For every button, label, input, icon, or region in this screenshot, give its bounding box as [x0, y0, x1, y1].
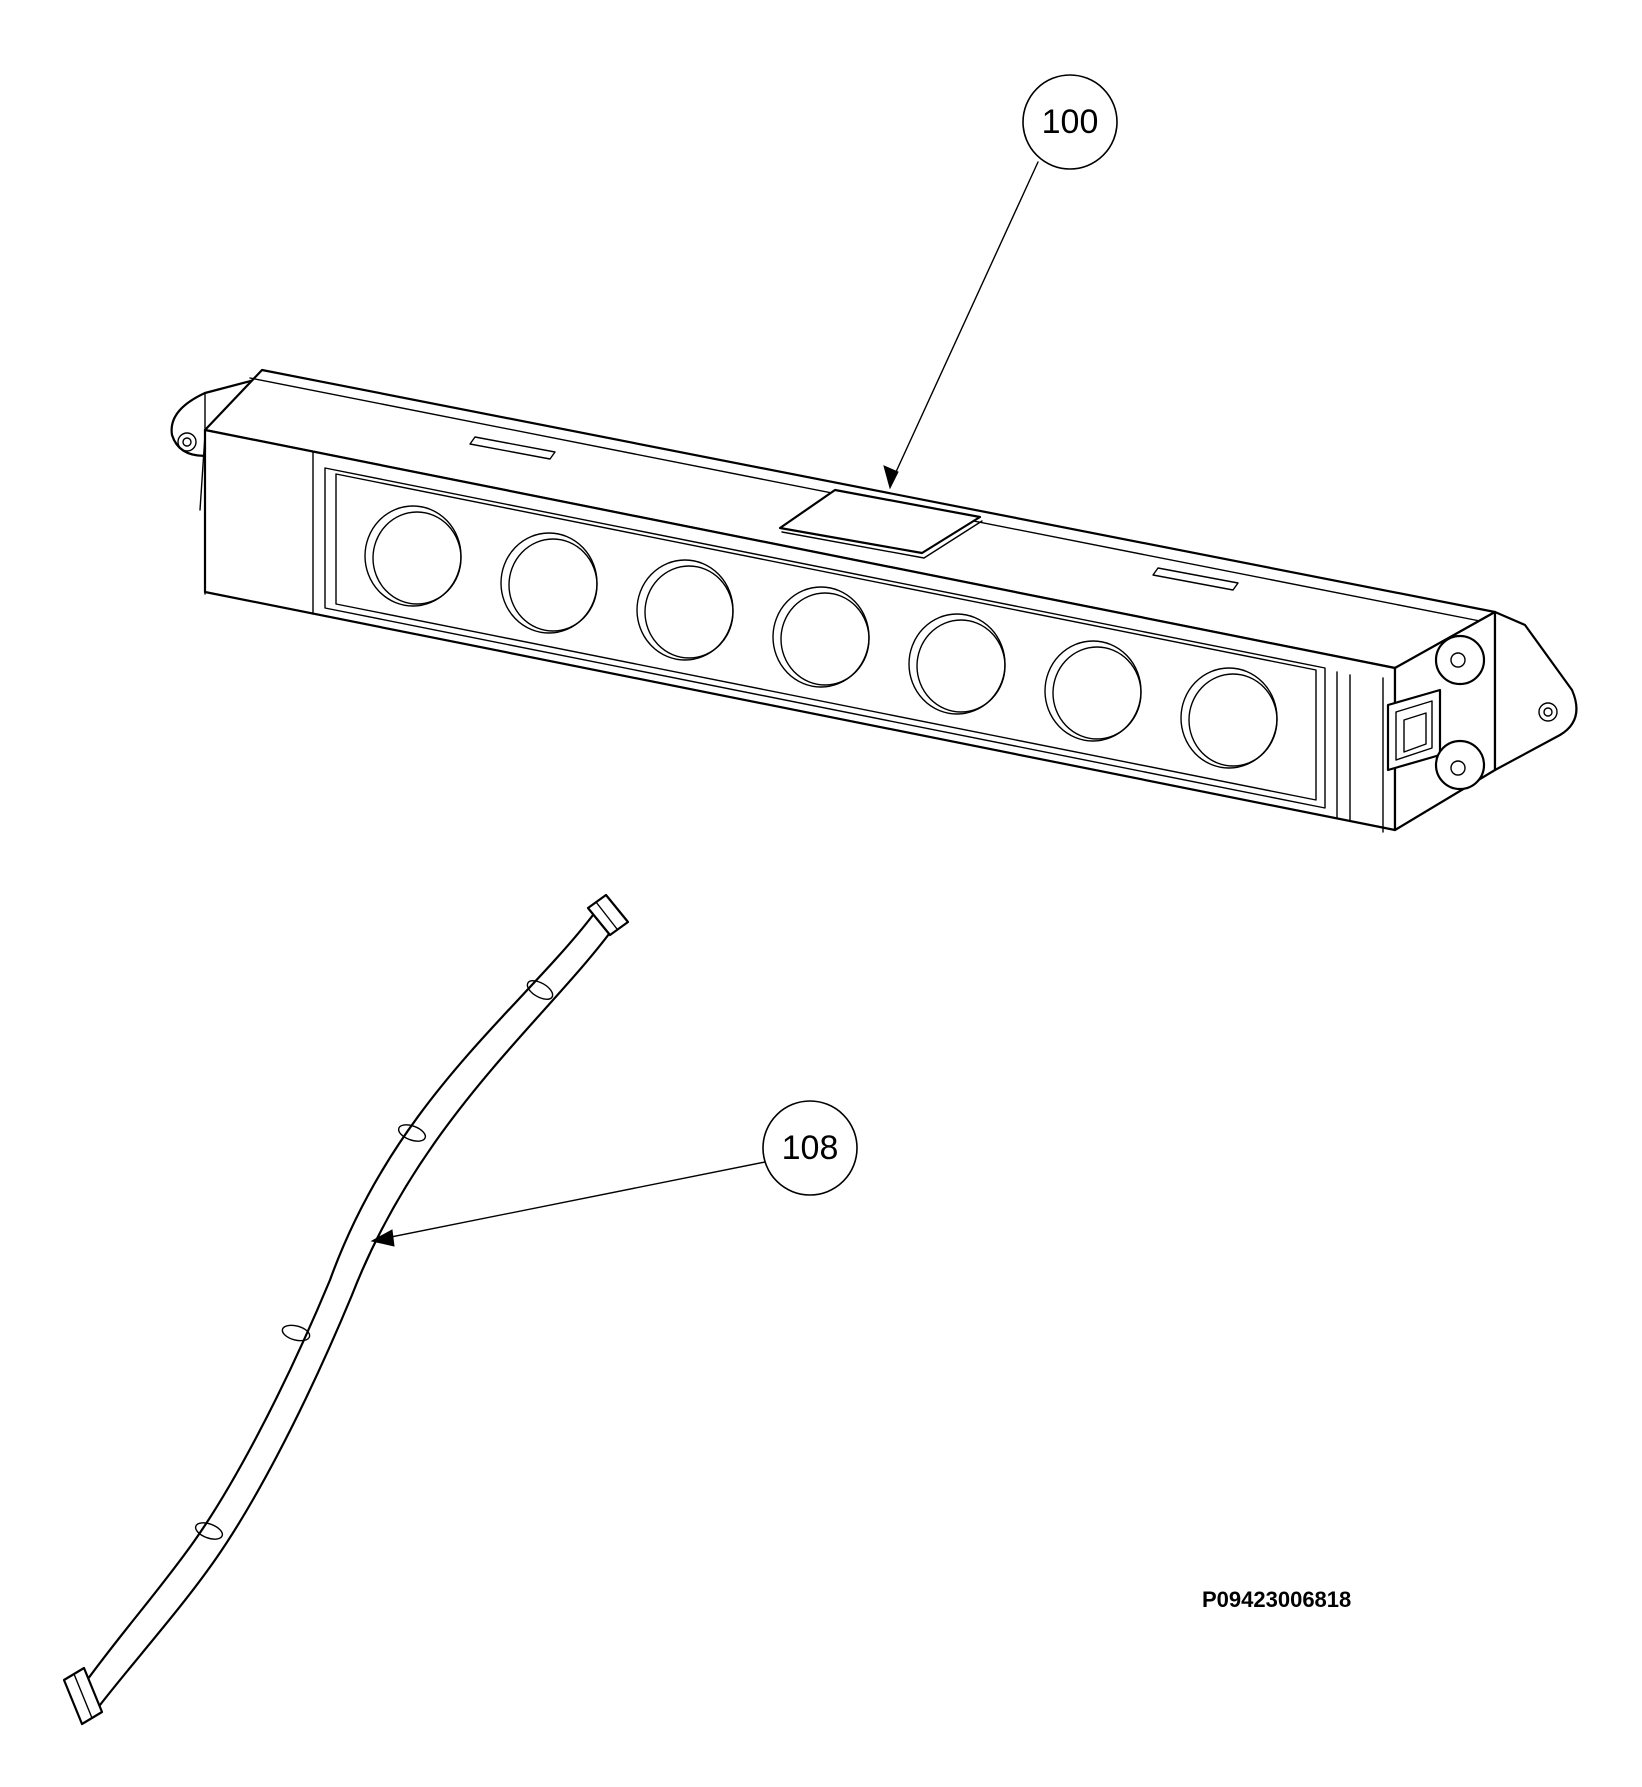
control-button [500, 532, 598, 634]
leader-line-100 [883, 161, 1039, 490]
control-button [364, 505, 462, 607]
callout-108-label: 108 [782, 1129, 839, 1167]
control-button [1180, 667, 1278, 769]
reference-code: P09423006818 [1202, 1587, 1351, 1612]
callout-100-label: 100 [1042, 103, 1099, 141]
hose-fitting-top [586, 893, 630, 937]
control-button [908, 613, 1006, 715]
control-button [772, 586, 870, 688]
control-panel-assembly [170, 368, 1578, 833]
hose-outline-lower [98, 928, 614, 1707]
hose-outline-upper [78, 913, 595, 1692]
control-buttons [364, 505, 1278, 769]
button-bezel [324, 467, 1326, 809]
leader-line-108 [370, 1161, 766, 1247]
right-mounting-ear [1493, 610, 1578, 772]
hose [62, 893, 630, 1726]
callout-100: 100 [1022, 74, 1118, 170]
right-connector-end [1382, 610, 1497, 833]
top-slot-left [469, 436, 556, 460]
top-slot-right [1152, 567, 1239, 591]
identification-label [778, 488, 982, 555]
hose-fitting-bottom [62, 1666, 104, 1726]
callout-108: 108 [762, 1100, 858, 1196]
control-button [636, 559, 734, 661]
control-button [1044, 640, 1142, 742]
